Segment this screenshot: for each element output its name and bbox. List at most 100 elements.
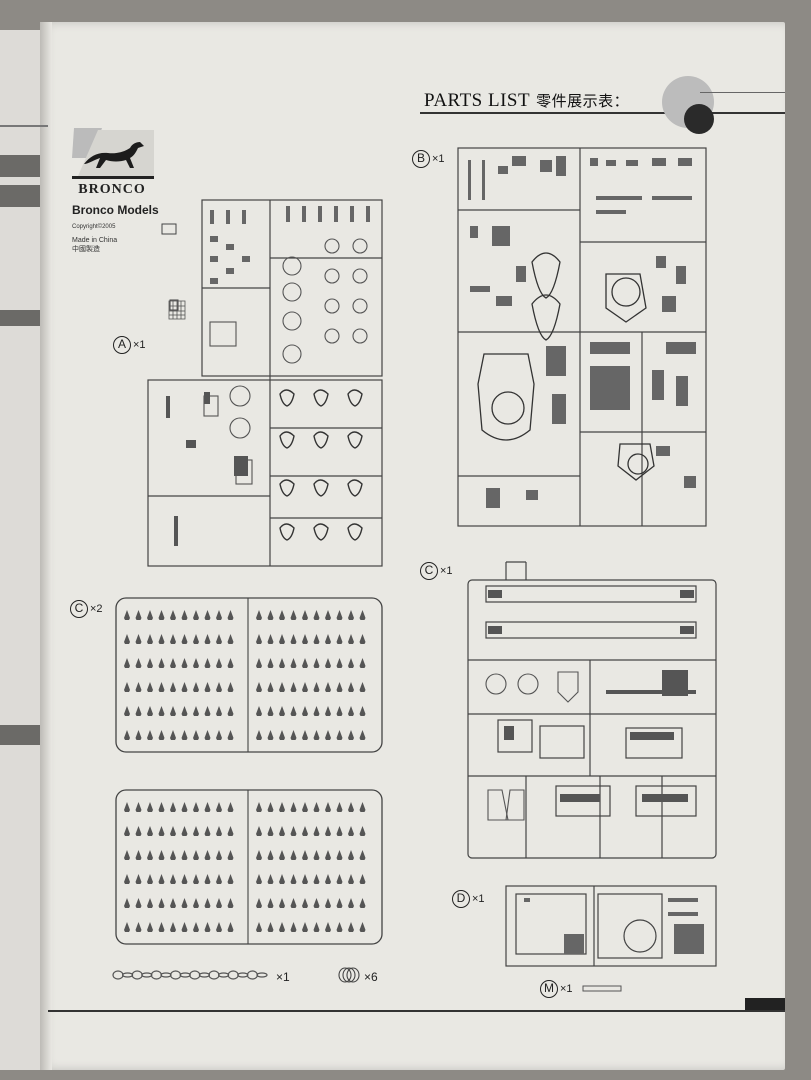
track-link-icon xyxy=(170,826,176,836)
track-link-icon xyxy=(135,610,142,620)
track-link-icon xyxy=(348,802,354,812)
track-link-icon xyxy=(227,730,234,740)
track-link-icon xyxy=(227,802,234,812)
track-link-icon xyxy=(359,634,366,644)
track-link-icon xyxy=(256,826,262,836)
track-link-icon xyxy=(302,874,308,884)
track-link-icon xyxy=(325,682,331,692)
track-link-icon xyxy=(124,874,130,884)
track-link-icon xyxy=(348,658,354,668)
track-link-icon xyxy=(302,682,308,692)
track-link-icon xyxy=(348,610,354,620)
horse-logo-icon xyxy=(72,128,154,179)
title-english: PARTS LIST xyxy=(424,90,531,111)
track-link-icon xyxy=(267,922,274,932)
track-link-icon xyxy=(256,658,262,668)
track-link-icon xyxy=(302,610,308,620)
track-link-icon xyxy=(336,850,343,860)
track-link-icon xyxy=(256,850,262,860)
track-link-icon xyxy=(336,682,343,692)
track-link-icon xyxy=(313,658,320,668)
track-link-icon xyxy=(290,682,297,692)
track-link-icon xyxy=(325,922,331,932)
track-link-icon xyxy=(170,610,176,620)
made-in-chinese: 中國製造 xyxy=(72,246,100,253)
track-link-icon xyxy=(290,658,297,668)
track-link-icon xyxy=(325,898,331,908)
track-link-icon xyxy=(124,634,130,644)
track-link-icon xyxy=(325,802,331,812)
track-link-icon xyxy=(124,610,130,620)
track-link-icon xyxy=(359,922,366,932)
chain-link-icon xyxy=(198,972,211,978)
track-link-icon xyxy=(135,730,142,740)
track-link-icon xyxy=(158,802,165,812)
track-link-icon xyxy=(279,898,285,908)
chain-link-icon xyxy=(141,972,153,978)
track-link-icon xyxy=(158,658,165,668)
track-link-icon xyxy=(181,706,188,716)
track-link-icon xyxy=(279,682,285,692)
track-link-icon xyxy=(158,922,165,932)
sprue-label-b: B×1 xyxy=(412,150,445,168)
track-link-icon xyxy=(170,898,176,908)
track-link-icon xyxy=(290,706,297,716)
track-link-icon xyxy=(135,874,142,884)
track-link-icon xyxy=(290,730,297,740)
track-link-icon xyxy=(336,730,343,740)
track-link-icon xyxy=(193,682,199,692)
track-link-icon xyxy=(359,898,366,908)
track-link-icon xyxy=(204,658,211,668)
chain-link-icon xyxy=(150,970,163,980)
track-link-icon xyxy=(158,610,165,620)
track-link-icon xyxy=(302,634,308,644)
made-in-english: Made in China xyxy=(72,237,118,244)
track-link-icon xyxy=(359,826,366,836)
track-link-icon xyxy=(204,682,211,692)
track-link-icon xyxy=(313,706,320,716)
track-link-icon xyxy=(216,634,222,644)
track-link-icon xyxy=(135,658,142,668)
track-link-icon xyxy=(359,802,366,812)
spring-part-icon xyxy=(338,967,360,983)
track-link-icon xyxy=(193,922,199,932)
track-link-icon xyxy=(267,826,274,836)
track-sprue-lower xyxy=(115,789,383,945)
track-link-icon xyxy=(216,922,222,932)
track-link-icon xyxy=(279,658,285,668)
track-link-icon xyxy=(204,898,211,908)
track-link-icon xyxy=(227,850,234,860)
chain-link-icon xyxy=(208,970,220,980)
sprue-label-c-large: C×1 xyxy=(420,562,453,580)
track-link-icon xyxy=(279,730,285,740)
track-link-icon xyxy=(267,802,274,812)
track-link-icon xyxy=(302,922,308,932)
track-link-icon xyxy=(216,826,222,836)
track-link-icon xyxy=(313,922,320,932)
chain-link-icon xyxy=(112,970,124,980)
chain-link-icon xyxy=(131,970,143,980)
track-link-icon xyxy=(325,610,331,620)
track-link-icon xyxy=(256,610,262,620)
chain-link-icon xyxy=(179,972,191,978)
track-link-icon xyxy=(216,682,222,692)
track-link-icon xyxy=(256,634,262,644)
sprue-letter-m: M xyxy=(540,980,558,998)
track-link-icon xyxy=(147,874,153,884)
track-link-icon xyxy=(325,826,331,836)
track-link-icon xyxy=(267,706,274,716)
sprue-qty-d: ×1 xyxy=(472,893,485,905)
sprue-letter-a: A xyxy=(113,336,131,354)
track-link-icon xyxy=(158,682,165,692)
copyright-text: Copyright©2005 xyxy=(72,224,116,230)
track-link-icon xyxy=(193,610,199,620)
track-link-icon xyxy=(267,682,274,692)
track-link-icon xyxy=(348,826,354,836)
track-link-icon xyxy=(158,730,165,740)
track-link-icon xyxy=(216,706,222,716)
track-link-icon xyxy=(359,682,366,692)
track-link-icon xyxy=(227,826,234,836)
track-link-icon xyxy=(302,658,308,668)
sprue-a-mesh-part xyxy=(168,300,186,320)
track-link-icon xyxy=(302,826,308,836)
